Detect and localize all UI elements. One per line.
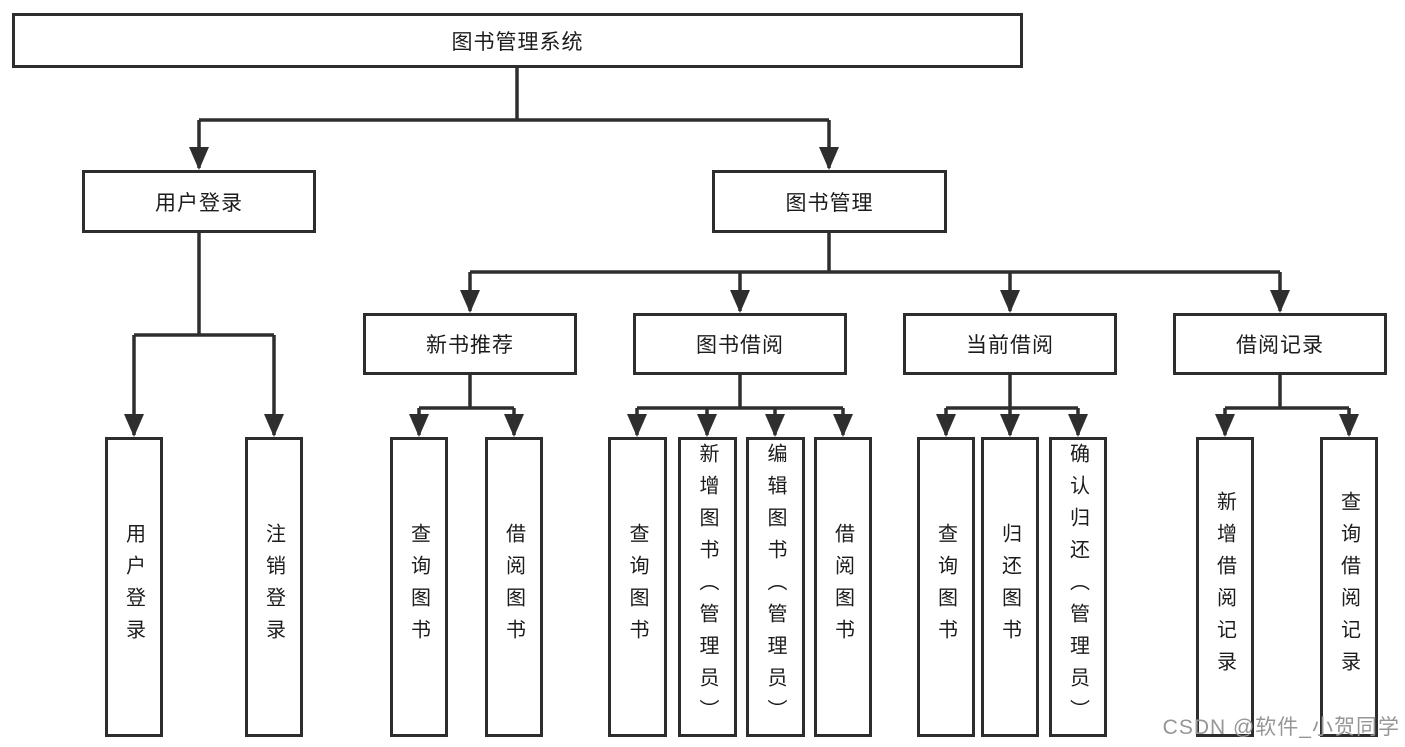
node-current-borrowing-label: 当前借阅	[966, 334, 1054, 357]
node-new-book-recommend: 新书推荐	[363, 313, 577, 375]
node-book-management: 图书管理	[712, 170, 947, 233]
leaf-query-borrow-record: 查询借阅记录	[1320, 437, 1378, 737]
leaf-query-books-2: 查询图书	[608, 437, 667, 737]
leaf-add-book-admin-label: 新增图书（管理员）	[696, 443, 718, 731]
arrowheads	[124, 147, 1359, 437]
leaf-logout: 注销登录	[245, 437, 303, 737]
node-borrowing-records: 借阅记录	[1173, 313, 1387, 375]
leaf-query-books-3: 查询图书	[917, 437, 975, 737]
leaf-query-books-1-label: 查询图书	[407, 523, 430, 651]
leaf-query-borrow-record-label: 查询借阅记录	[1337, 491, 1360, 683]
node-root-label: 图书管理系统	[451, 30, 584, 54]
node-borrowing-records-label: 借阅记录	[1236, 334, 1324, 357]
leaf-borrow-books-2: 借阅图书	[814, 437, 872, 737]
leaf-confirm-return-admin: 确认归还（管理员）	[1049, 437, 1107, 737]
node-new-book-recommend-label: 新书推荐	[426, 334, 514, 357]
leaf-add-borrow-record-label: 新增借阅记录	[1213, 491, 1236, 683]
leaf-add-borrow-record: 新增借阅记录	[1196, 437, 1254, 737]
node-user-login: 用户登录	[82, 170, 316, 233]
leaf-user-login: 用户登录	[105, 437, 163, 737]
node-root: 图书管理系统	[12, 13, 1023, 68]
leaf-add-book-admin: 新增图书（管理员）	[678, 437, 737, 737]
csdn-watermark: CSDN @软件_小贺同学	[1162, 716, 1400, 739]
leaf-return-book-label: 归还图书	[998, 523, 1021, 651]
connector-paths	[132, 68, 1351, 435]
node-book-management-label: 图书管理	[785, 191, 874, 215]
leaf-query-books-1: 查询图书	[390, 437, 448, 737]
leaf-query-books-3-label: 查询图书	[934, 523, 957, 651]
leaf-return-book: 归还图书	[981, 437, 1039, 737]
leaf-borrow-books-2-label: 借阅图书	[831, 523, 854, 651]
leaf-borrow-books-1: 借阅图书	[485, 437, 543, 737]
leaf-edit-book-admin: 编辑图书（管理员）	[746, 437, 805, 737]
node-book-borrowing-label: 图书借阅	[696, 334, 784, 357]
leaf-logout-label: 注销登录	[262, 523, 285, 651]
node-user-login-label: 用户登录	[155, 191, 243, 215]
leaf-borrow-books-1-label: 借阅图书	[502, 523, 525, 651]
leaf-confirm-return-admin-label: 确认归还（管理员）	[1066, 443, 1089, 731]
leaf-edit-book-admin-label: 编辑图书（管理员）	[764, 443, 786, 731]
node-current-borrowing: 当前借阅	[903, 313, 1117, 375]
node-book-borrowing: 图书借阅	[633, 313, 847, 375]
leaf-query-books-2-label: 查询图书	[626, 523, 648, 651]
leaf-user-login-label: 用户登录	[122, 523, 145, 651]
